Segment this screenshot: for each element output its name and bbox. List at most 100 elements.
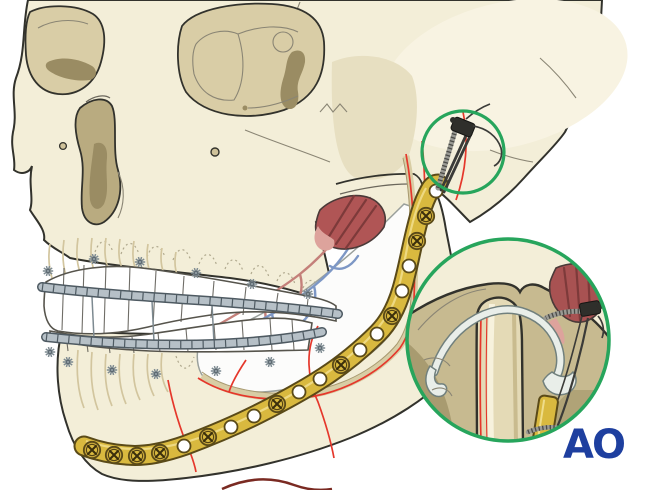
wire-ligature-rosette (88, 253, 100, 265)
red-cord (221, 478, 333, 490)
screw-center (390, 314, 394, 318)
plate-hole-empty (223, 419, 239, 435)
screw-center (424, 214, 428, 218)
upper-arch-bar (37, 282, 343, 319)
skull (11, 0, 628, 308)
chin-stria (76, 349, 169, 411)
condyle-highlight (487, 303, 495, 441)
muscle-stump (314, 194, 386, 251)
cable-tie-knob (450, 117, 456, 123)
screw-center (206, 435, 210, 439)
plate-hole-empty (246, 408, 262, 424)
wire-ligature-rosette (264, 356, 276, 368)
orbit-fissure (45, 58, 96, 81)
fracture-body-posterior (308, 325, 335, 459)
supraorbital-foramen (58, 141, 68, 151)
muscle-striations (326, 194, 378, 250)
cheek-line (244, 129, 331, 163)
inset-condylar-neck (475, 296, 525, 441)
plate-hole-empty (352, 342, 368, 358)
plate-screw (104, 445, 124, 465)
plate-hole-empty (394, 283, 410, 299)
screw-center (112, 453, 116, 457)
mmf-wires-group (91, 296, 215, 344)
wire-ligature-rosette (150, 368, 162, 380)
wire-rosettes-group (42, 253, 326, 380)
wire-ligature-rosette (42, 265, 54, 277)
plate-holes-group (82, 183, 444, 466)
right-orbit (177, 2, 326, 117)
suture-line (539, 57, 577, 99)
rosette-center (45, 268, 51, 274)
inset-tie-wire (537, 317, 590, 441)
rosette-center (193, 270, 199, 276)
wire-ligature-rosette (134, 256, 146, 268)
plate-screw (150, 443, 170, 463)
cranium-highlight (382, 0, 628, 152)
inset-tie-tail (597, 315, 605, 339)
hook-band (431, 306, 564, 382)
hook-tip-right (542, 370, 577, 396)
rosette-center (153, 371, 159, 377)
disc-fringe (548, 318, 565, 344)
arch-bar-cleats (41, 283, 339, 318)
screw-center (90, 448, 94, 452)
lower-arch-bar (41, 327, 327, 350)
optic-canal (272, 31, 294, 53)
rosette-center (317, 345, 323, 351)
dentition-and-mmf (37, 253, 343, 380)
rosette-center (109, 367, 115, 373)
inset-bone-hook (425, 305, 577, 398)
nasal-bone-line (85, 95, 111, 103)
mmf-wire (211, 303, 215, 344)
screw-center (275, 402, 279, 406)
wire-ligature-rosette (190, 267, 202, 279)
plate-screw (267, 394, 287, 414)
temporal-fossa-shade (331, 55, 417, 180)
suture-zigzag (319, 103, 348, 113)
inset-fracture-line-2 (485, 311, 488, 441)
arch-lower-line (339, 183, 409, 195)
condyle-highlight-circle (420, 109, 506, 195)
reconstruction-plate (73, 173, 449, 466)
wire-ligature-rosette (314, 342, 326, 354)
suture-line (489, 149, 534, 163)
rosette-center (249, 281, 255, 287)
cable-tie-serrations (435, 127, 459, 189)
plate-screw (127, 446, 147, 466)
plate-screw (416, 206, 436, 226)
mmf-wire (91, 296, 95, 340)
arch-upper-line (335, 172, 423, 185)
rosette-center (137, 259, 143, 265)
fracture-body-anterior (228, 359, 247, 393)
cable-tie-strand (442, 132, 473, 194)
plate-hole-empty (291, 384, 307, 400)
inset-fracture-line (479, 315, 482, 441)
rosette-center (91, 256, 97, 262)
groove-dot (242, 105, 248, 111)
ao-logo: AO (563, 422, 626, 468)
screw-center (339, 363, 343, 367)
arch-bar-cleats (45, 328, 323, 349)
condyle-shade (512, 311, 518, 441)
screw-center (158, 451, 162, 455)
inset-magnifier-ring (405, 237, 611, 443)
inset-tissue-fold (423, 357, 453, 397)
wire-ligature-rosette (210, 365, 222, 377)
wire-ligature-rosette (106, 364, 118, 376)
zygomatic-arch (244, 129, 423, 195)
plate-hole-empty (176, 438, 192, 454)
superior-orbital-fissure (280, 50, 306, 110)
cable-tie-strand (439, 129, 470, 192)
infraorbital-foramen (210, 147, 220, 157)
plate-hole-empty (369, 326, 385, 342)
left-orbit (24, 5, 106, 96)
rosette-center (65, 359, 71, 365)
screw-center (135, 454, 139, 458)
wire-ligature-rosette (246, 278, 258, 290)
inset-tie-head (579, 300, 602, 317)
mmf-wire (151, 300, 155, 343)
inset-fossa-inner-line (417, 288, 487, 331)
